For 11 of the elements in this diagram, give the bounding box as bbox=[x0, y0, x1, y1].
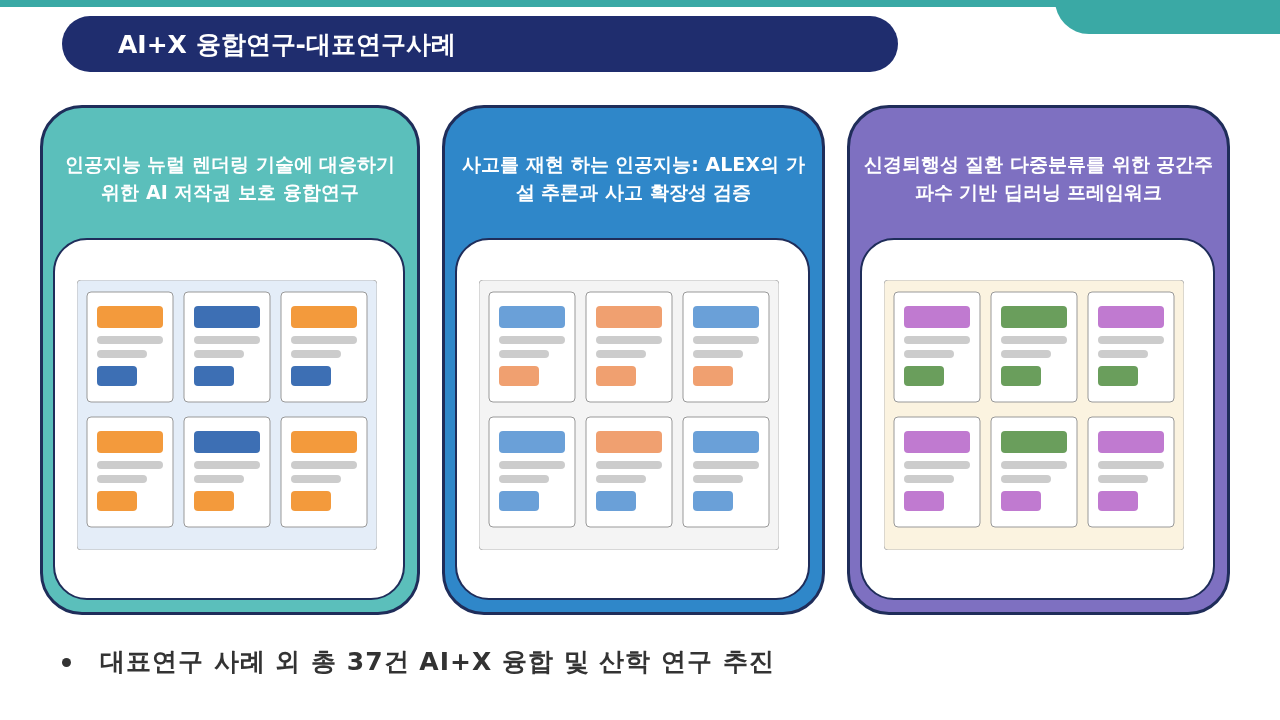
research-card bbox=[40, 105, 420, 615]
card-heading: 인공지능 뉴럴 렌더링 기술에 대응하기 위한 AI 저작권 보호 융합연구 bbox=[63, 152, 397, 205]
research-card bbox=[847, 105, 1230, 615]
figure-panel bbox=[860, 238, 1215, 600]
figure-panel bbox=[455, 238, 810, 600]
card-heading: 사고를 재현 하는 인공지능: ALEX의 가설 추론과 사고 확장성 검증 bbox=[461, 152, 806, 205]
note-text: 대표연구 사례 외 총 37건 AI+X 융합 및 산학 연구 추진 bbox=[100, 646, 775, 678]
research-card bbox=[442, 105, 825, 615]
slide-title: AI+X 융합연구-대표연구사례 bbox=[118, 29, 456, 61]
figure-panel bbox=[53, 238, 405, 600]
card-heading: 신경퇴행성 질환 다중분류를 위한 공간주파수 기반 딥러닝 프레임워크 bbox=[862, 152, 1215, 205]
